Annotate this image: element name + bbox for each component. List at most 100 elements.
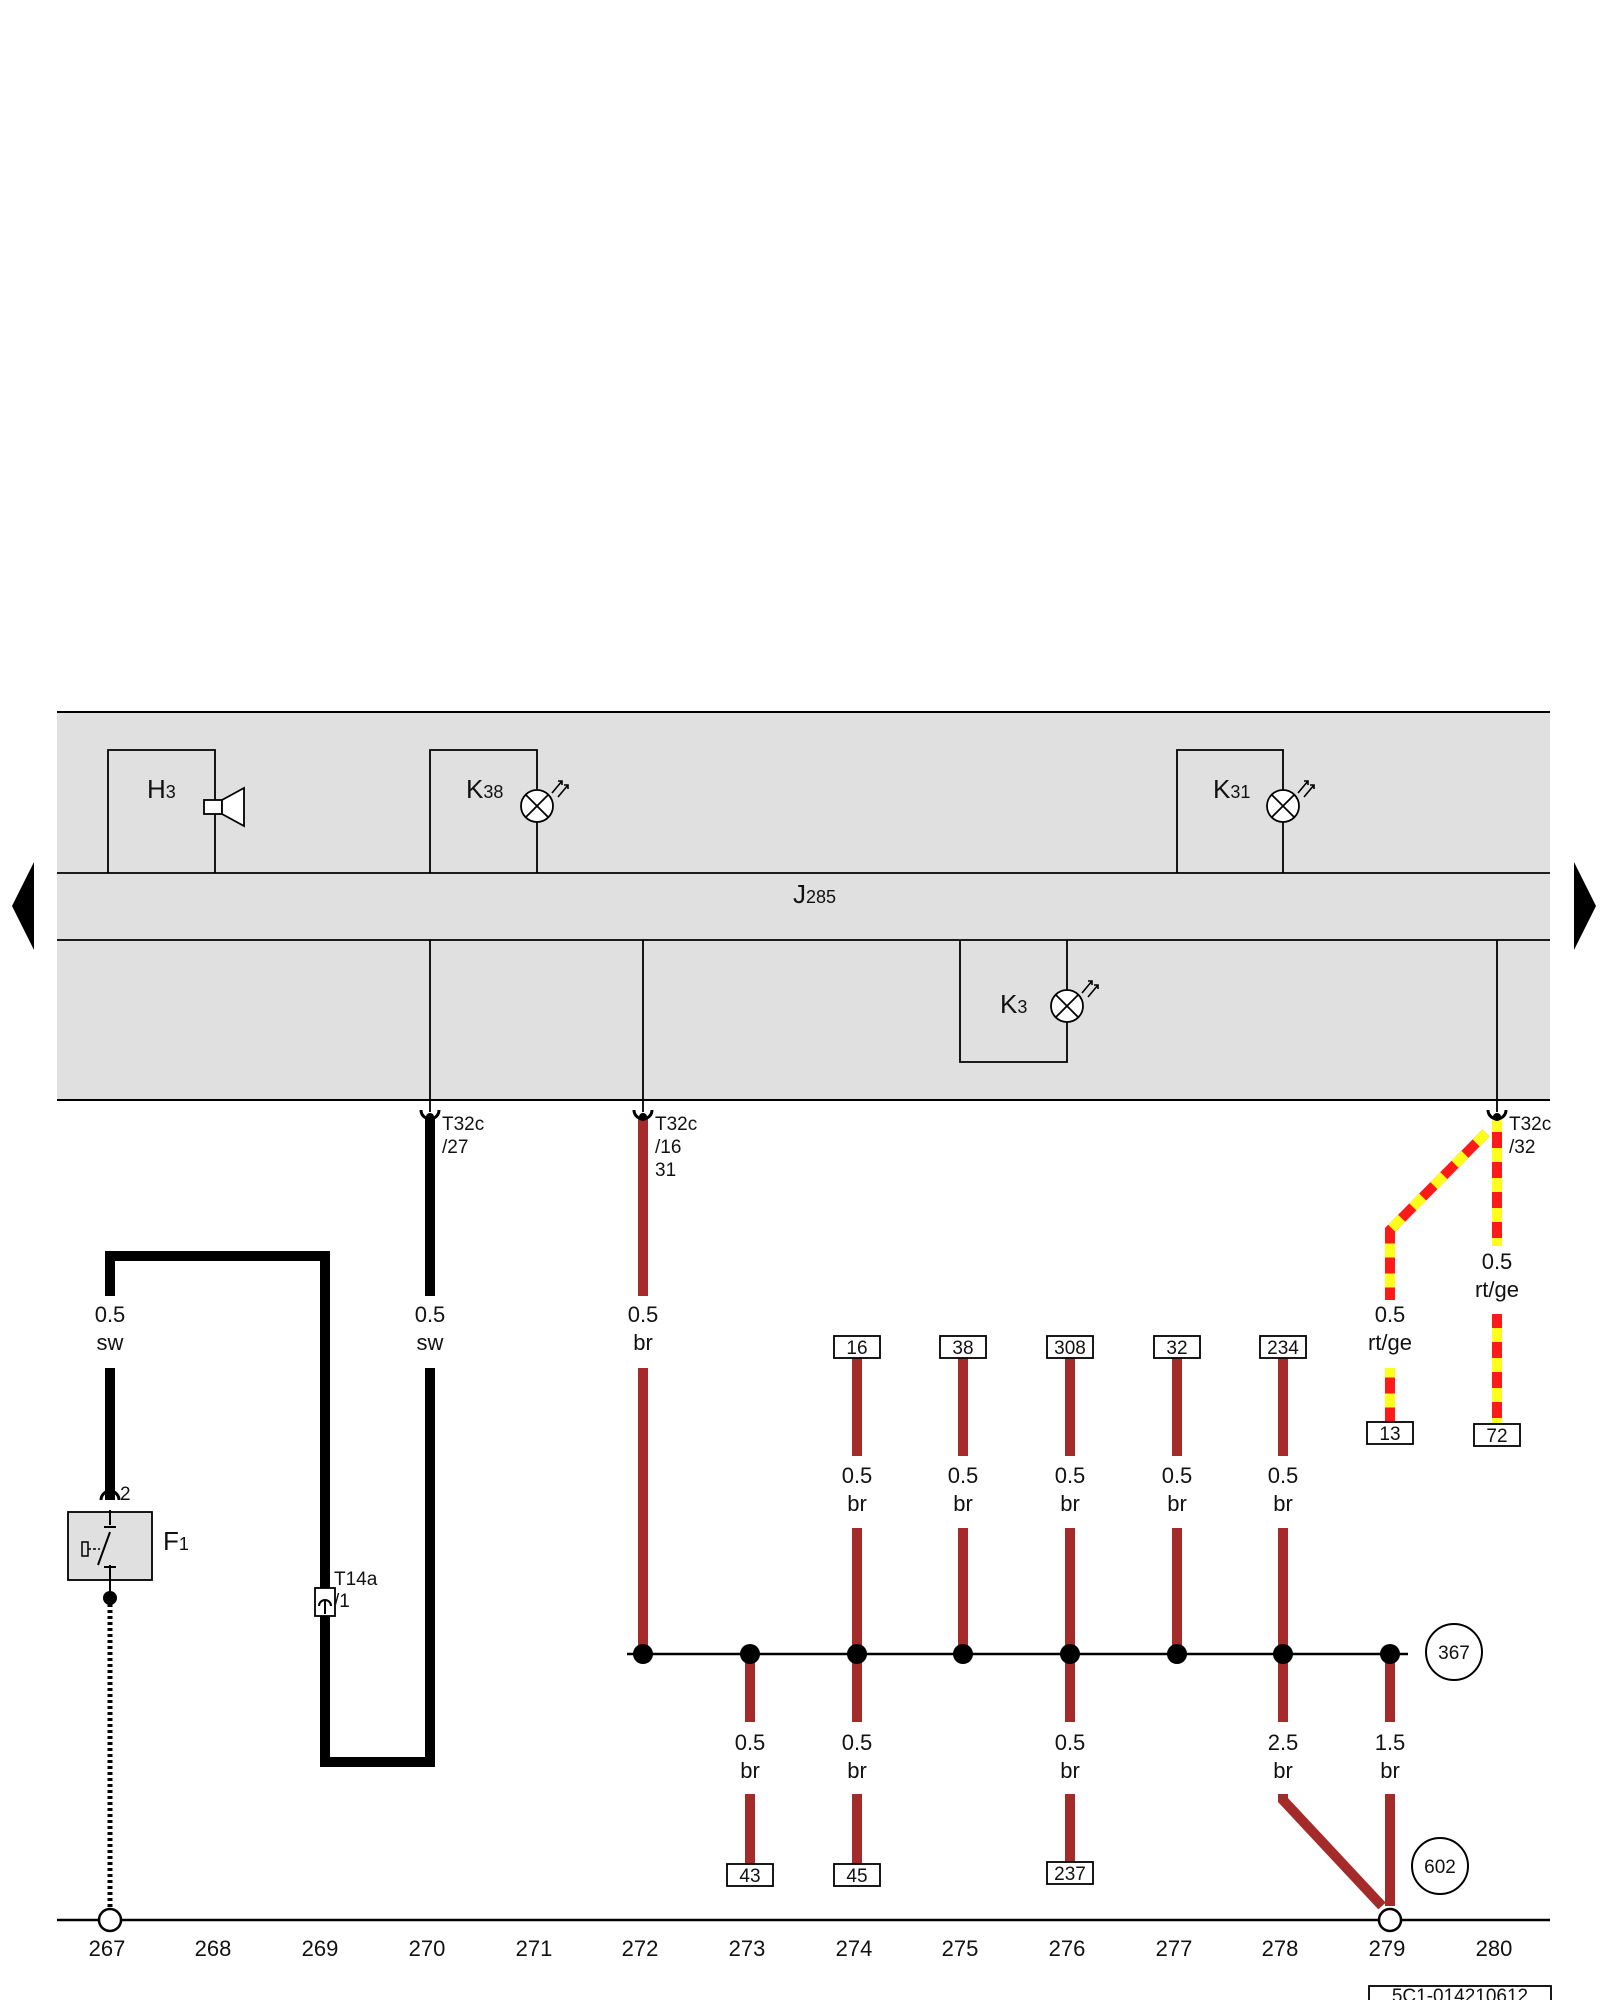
- wire-color-label: br: [633, 1330, 653, 1355]
- svg-text:5C1-014210612: 5C1-014210612: [1392, 1986, 1528, 2000]
- module-panel: [57, 712, 1550, 1100]
- wire-size-label: 0.5: [1268, 1463, 1299, 1488]
- warning-lamp-icon: [1050, 980, 1099, 1023]
- connector-t14a[interactable]: T14a /1: [314, 1569, 378, 1617]
- svg-text:602: 602: [1424, 1857, 1456, 1878]
- svg-text:45: 45: [846, 1866, 867, 1887]
- wire-size-label: 0.5: [1055, 1730, 1086, 1755]
- connector-t32c-16[interactable]: T32c /16 31: [632, 1109, 697, 1181]
- column-number: 268: [195, 1936, 232, 1961]
- warning-lamp-icon: [1266, 780, 1315, 823]
- wire-color-label: br: [1380, 1758, 1400, 1783]
- ref-box-bottom[interactable]: 45: [833, 1863, 881, 1887]
- f1-label: F1: [163, 1526, 189, 1556]
- connector-pin: /1: [334, 1591, 350, 1612]
- wire-color-label: br: [1060, 1491, 1080, 1516]
- next-page-arrow-icon[interactable]: [1574, 862, 1596, 950]
- ref-box-top[interactable]: 234: [1259, 1335, 1307, 1359]
- component-f1-switch[interactable]: 2 F1: [67, 1484, 189, 1605]
- switch-pin-label: 2: [120, 1484, 131, 1505]
- wire-sw-loop[interactable]: [105, 1118, 435, 1767]
- wire-color-label: br: [953, 1491, 973, 1516]
- column-number: 273: [729, 1936, 766, 1961]
- wire-br-278-ground[interactable]: [1278, 1654, 1386, 1910]
- switch-actuator-icon: [81, 1541, 100, 1557]
- column-number: 271: [516, 1936, 553, 1961]
- wire-size-label: 0.5: [628, 1302, 659, 1327]
- ref-box-rtge[interactable]: 13: [1366, 1421, 1414, 1445]
- ref-box-bottom[interactable]: 237: [1046, 1861, 1094, 1885]
- column-number: 269: [302, 1936, 339, 1961]
- svg-text:237: 237: [1054, 1864, 1086, 1885]
- svg-text:13: 13: [1379, 1424, 1400, 1445]
- ref-box-top[interactable]: 16: [833, 1335, 881, 1359]
- svg-text:72: 72: [1486, 1426, 1507, 1447]
- ground-terminal[interactable]: [97, 1907, 123, 1933]
- speaker-icon: [203, 786, 245, 828]
- svg-text:234: 234: [1267, 1338, 1299, 1359]
- k38-label: K38: [466, 774, 503, 804]
- k31-label: K31: [1213, 774, 1250, 804]
- wire-color-label: br: [847, 1758, 867, 1783]
- wire-color-label: rt/ge: [1475, 1277, 1519, 1302]
- module-label: J285: [793, 879, 836, 909]
- wire-labels: 0.5 sw 0.5 sw 0.5 br 0.5 rt/ge 0.5 rt/ge…: [95, 1249, 1519, 1783]
- wire-size-label: 0.5: [1375, 1302, 1406, 1327]
- h3-label: H3: [147, 774, 176, 804]
- column-number: 276: [1049, 1936, 1086, 1961]
- previous-page-arrow-icon[interactable]: [12, 862, 34, 950]
- component-k38-lamp: K38: [429, 749, 569, 873]
- column-number: 272: [622, 1936, 659, 1961]
- connector-pin: /27: [442, 1137, 468, 1158]
- svg-text:32: 32: [1166, 1338, 1187, 1359]
- wire-size-label: 0.5: [95, 1302, 126, 1327]
- column-number: 274: [836, 1936, 873, 1961]
- ground-point-ref[interactable]: 367: [1425, 1623, 1483, 1681]
- ref-box-top[interactable]: 38: [939, 1335, 987, 1359]
- column-number: 275: [942, 1936, 979, 1961]
- wire-size-label: 0.5: [842, 1463, 873, 1488]
- ref-box-rtge[interactable]: 72: [1473, 1423, 1521, 1447]
- ground-terminal[interactable]: [1377, 1907, 1403, 1933]
- ground-point-ref[interactable]: 602: [1411, 1837, 1469, 1895]
- wire-rtge-left[interactable]: [1385, 1129, 1490, 1438]
- wire-size-label: 2.5: [1268, 1730, 1299, 1755]
- warning-lamp-icon: [520, 780, 569, 823]
- k3-label: K3: [1000, 989, 1027, 1019]
- column-number: 270: [409, 1936, 446, 1961]
- wire-color-label: br: [1273, 1758, 1293, 1783]
- connector-pin: /32: [1509, 1137, 1535, 1158]
- connector-label: T14a: [334, 1569, 378, 1590]
- wire-color-label: br: [740, 1758, 760, 1783]
- column-number: 277: [1156, 1936, 1193, 1961]
- wire-color-label: br: [1273, 1491, 1293, 1516]
- connector-terminal: 31: [655, 1160, 676, 1181]
- wire-size-label: 1.5: [1375, 1730, 1406, 1755]
- connector-t32c-32[interactable]: T32c /32: [1486, 1109, 1551, 1158]
- connector-pin: /16: [655, 1137, 681, 1158]
- connector-label: T32c: [442, 1114, 484, 1135]
- reference-boxes: 16 38 308 32 234 13 72 43: [726, 1335, 1521, 1887]
- wire-size-label: 0.5: [1482, 1249, 1513, 1274]
- column-number: 278: [1262, 1936, 1299, 1961]
- wires: [80, 1118, 1532, 1910]
- wire-size-label: 0.5: [735, 1730, 766, 1755]
- ref-box-top[interactable]: 308: [1046, 1335, 1094, 1359]
- wire-color-label: br: [847, 1491, 867, 1516]
- svg-text:38: 38: [952, 1338, 973, 1359]
- connector-t32c-27[interactable]: T32c /27: [419, 1109, 484, 1158]
- wire-size-label: 0.5: [1055, 1463, 1086, 1488]
- wire-size-label: 0.5: [415, 1302, 446, 1327]
- svg-text:43: 43: [739, 1866, 760, 1887]
- svg-text:308: 308: [1054, 1338, 1086, 1359]
- control-module-j285: J285 H3 K38 K31: [12, 711, 1596, 1112]
- junction-points: [633, 1644, 1400, 1664]
- column-number: 279: [1369, 1936, 1406, 1961]
- ref-box-top[interactable]: 32: [1153, 1335, 1201, 1359]
- svg-text:16: 16: [846, 1338, 867, 1359]
- wire-color-label: rt/ge: [1368, 1330, 1412, 1355]
- ref-box-bottom[interactable]: 43: [726, 1863, 774, 1887]
- connector-label: T32c: [655, 1114, 697, 1135]
- wire-color-label: sw: [97, 1330, 124, 1355]
